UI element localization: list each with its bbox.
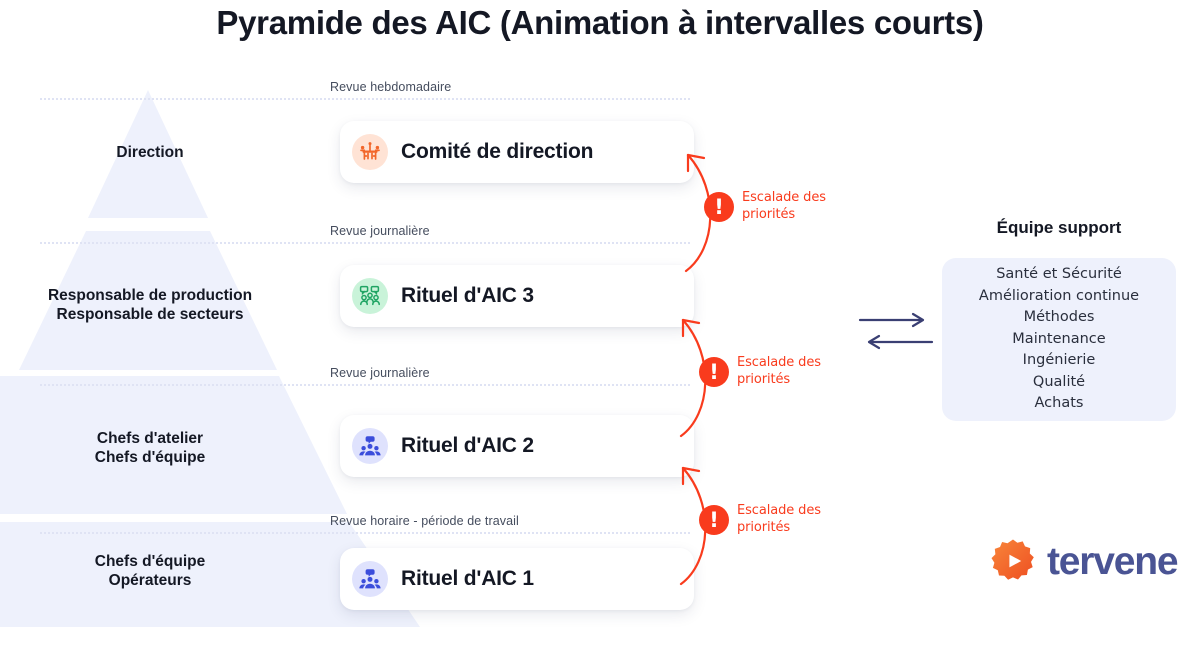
divider-2: [40, 242, 690, 244]
exclamation-icon: !: [709, 359, 719, 384]
ritual-label-3: Rituel d'AIC 2: [401, 434, 534, 457]
cadence-label-3: Revue journalière: [330, 366, 430, 380]
bidirectional-exchange-arrows-icon: [858, 312, 934, 350]
page-title: Pyramide des AIC (Animation à intervalle…: [216, 4, 984, 41]
escalation-label-1: Escalade des priorités: [742, 190, 826, 222]
support-item: Achats: [1034, 395, 1084, 412]
tervene-logo: tervene: [990, 538, 1179, 584]
tier-direction: Revue hebdomadaire: [0, 80, 720, 226]
pyramid-band-2b: [19, 231, 277, 370]
role-label-4: Chefs d'équipe Opérateurs: [94, 553, 206, 589]
team-group-icon: [352, 561, 388, 597]
escalation-badge-2: !: [699, 357, 729, 387]
divider-1: [40, 98, 690, 100]
support-item: Méthodes: [1023, 309, 1095, 326]
support-item: Qualité: [1032, 373, 1086, 390]
escalation-label-2: Escalade des priorités: [737, 355, 821, 387]
pyramid-band-4: [0, 522, 420, 627]
support-item: Maintenance: [1012, 330, 1106, 347]
escalation-group-1: ! Escalade des priorités: [668, 145, 858, 275]
support-item: Amélioration continue: [978, 287, 1140, 304]
tier-atelier: Revue journalière: [0, 366, 720, 512]
escalation-badge-1: !: [704, 192, 734, 222]
escalation-group-2: ! Escalade des priorités: [663, 310, 853, 440]
ritual-card-2[interactable]: Rituel d'AIC 3: [340, 265, 694, 327]
cadence-label-2: Revue journalière: [330, 224, 430, 238]
exclamation-icon: !: [709, 507, 719, 532]
infographic-canvas: Pyramide des AIC (Animation à intervalle…: [0, 4, 1179, 627]
cadence-label-4: Revue horaire - période de travail: [330, 514, 519, 528]
divider-3: [40, 384, 690, 386]
ritual-card-3[interactable]: Rituel d'AIC 2: [340, 415, 694, 477]
ritual-label-2: Rituel d'AIC 3: [401, 284, 534, 307]
tervene-gear-play-icon: [991, 539, 1034, 580]
support-item: Ingénierie: [1022, 352, 1096, 369]
role-label-3: Chefs d'atelier Chefs d'équipe: [94, 430, 206, 466]
ritual-label-4: Rituel d'AIC 1: [401, 567, 534, 590]
tier-operateurs: Revue horaire - période de travail: [0, 514, 720, 660]
escalation-badge-3: !: [699, 505, 729, 535]
support-team-title: Équipe support: [996, 218, 1122, 237]
team-discussion-icon: [352, 278, 388, 314]
support-team-box: Santé et Sécurité Amélioration continue …: [942, 258, 1176, 421]
tervene-wordmark: tervene: [1047, 539, 1179, 583]
escalation-label-3: Escalade des priorités: [737, 503, 821, 535]
role-label-2: Responsable de production Responsable de…: [47, 287, 253, 323]
cadence-label-1: Revue hebdomadaire: [330, 80, 452, 94]
role-label-1: Direction: [116, 144, 184, 161]
team-group-icon: [352, 428, 388, 464]
exclamation-icon: !: [714, 194, 724, 219]
meeting-table-icon: [352, 134, 388, 170]
ritual-card-4[interactable]: Rituel d'AIC 1: [340, 548, 694, 610]
escalation-group-3: ! Escalade des priorités: [663, 458, 853, 588]
pyramid-band-1: [88, 90, 208, 218]
pyramid-shape: [0, 90, 420, 627]
divider-4: [40, 532, 690, 534]
tier-production: Revue journalière: [0, 224, 720, 370]
pyramid-band-3: [0, 376, 347, 514]
ritual-label-1: Comité de direction: [401, 140, 594, 163]
support-item: Santé et Sécurité: [996, 266, 1122, 283]
ritual-card-1[interactable]: Comité de direction: [340, 121, 694, 183]
